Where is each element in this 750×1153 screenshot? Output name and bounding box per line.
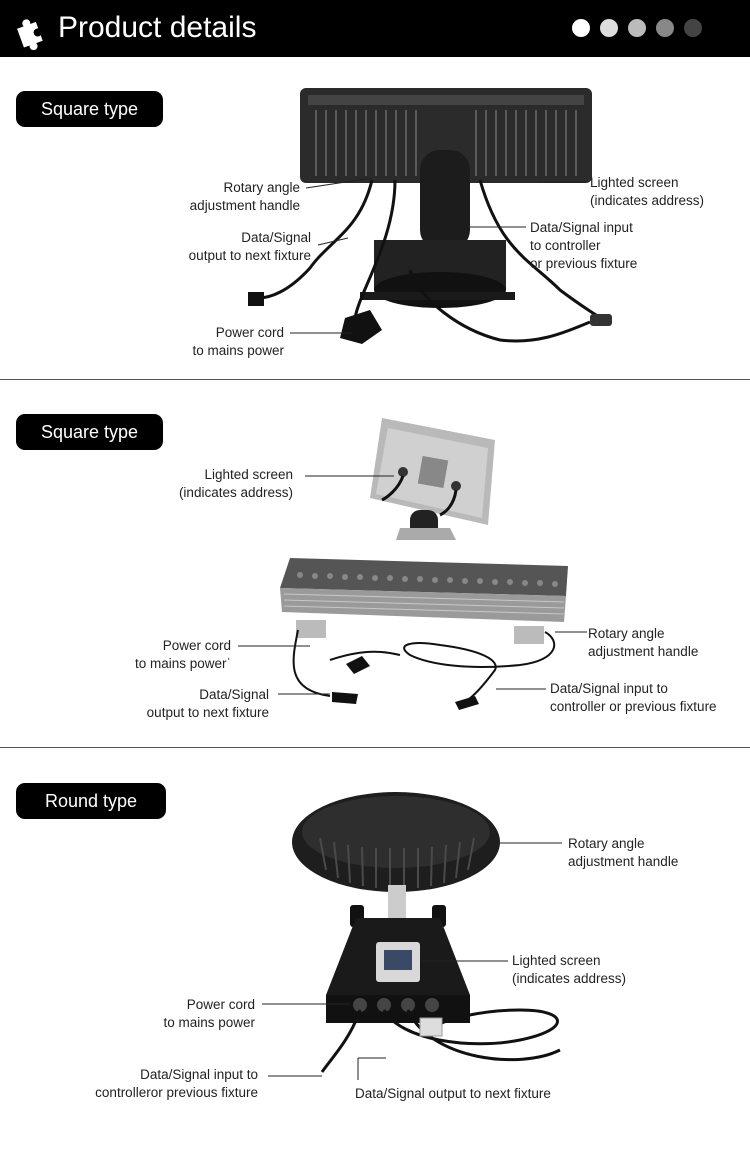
puzzle-logo-icon [17,19,43,51]
dot-3 [628,19,646,37]
round-flood-light-image [292,792,500,1023]
square-unit-back-image [370,418,495,540]
section-2-illustration [238,418,587,710]
pagination-dots [572,19,702,37]
s3-screen-label: Lighted screen(indicates address) [512,953,627,986]
s3-data-out-label: Data/Signal output to next fixture [355,1086,551,1101]
section-divider-1 [0,379,750,380]
s1-screen-label: Lighted screen(indicates address) [590,175,705,208]
s2-screen-label: Lighted screen(indicates address) [178,467,293,500]
section-1-badge: Square type [16,91,163,127]
dot-1 [572,19,590,37]
section-divider-2 [0,747,750,748]
square-flood-light-image [300,88,592,308]
page-header: Product details [0,0,750,57]
section-3-badge: Round type [16,783,166,819]
dot-4 [656,19,674,37]
dot-2 [600,19,618,37]
section-1-illustration [248,88,612,344]
wall-washer-bar-image [280,558,568,644]
page-title: Product details [58,11,257,44]
dot-5 [684,19,702,37]
section-2-badge: Square type [16,414,163,450]
